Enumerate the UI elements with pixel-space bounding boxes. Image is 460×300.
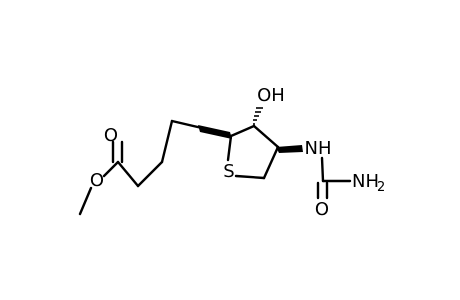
hashed-bond-c3-oh [253,107,263,125]
bond-c2-c3 [229,124,256,138]
bond-c5-c4 [262,145,280,180]
ring-sulfur-label: S [223,161,234,182]
bond-chain-2 [136,160,164,188]
bond-chain-4 [170,119,204,130]
bond-methyl-o [78,186,93,216]
amide-nh-label: NH [305,138,332,159]
bond-nh-carbonyl [320,156,325,183]
wedge-bond-c2-chain [198,125,232,139]
bond-chain-1 [116,160,140,188]
hydroxyl-label: OH [257,85,285,106]
bond-c2-s [226,134,233,162]
amine-subscript-label: 2 [377,180,385,195]
amine-n-label: NH [352,171,379,192]
wedge-bond-c4-nh [276,145,303,153]
ester-carbonyl-oxygen-label: O [104,125,118,146]
bond-o-ester-carbon [102,160,120,178]
bond-s-c5 [234,174,266,180]
bond-c3-c4 [252,124,280,149]
ester-ether-oxygen-label: O [90,170,104,191]
urea-carbonyl-oxygen-label: O [315,199,329,220]
bond-chain-3 [160,119,174,164]
